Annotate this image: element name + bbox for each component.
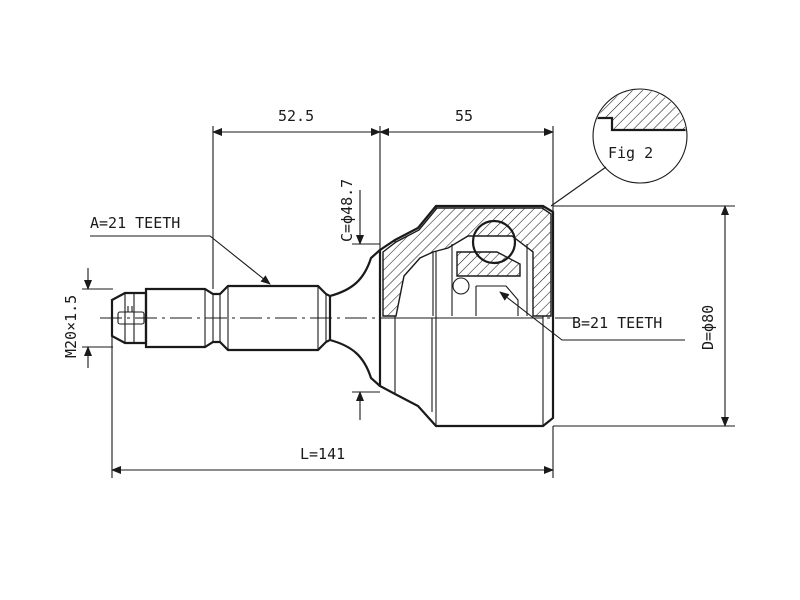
fig2-detail-bubble: Fig 2 — [550, 88, 688, 207]
dim-label-thread: M20×1.5 — [62, 295, 80, 358]
dim-label-total: L=141 — [300, 445, 345, 463]
joint-neck — [329, 249, 381, 387]
extension-lines — [82, 126, 735, 478]
ball-bearing — [471, 219, 517, 265]
callout-teeth-b: B=21 TEETH — [572, 314, 662, 332]
dim-label-d: D=ϕ80 — [699, 305, 717, 350]
callout-teeth-a: A=21 TEETH — [90, 214, 180, 232]
outer-bell-housing — [378, 204, 555, 428]
dim-label-52-5: 52.5 — [278, 107, 314, 125]
leader-teeth-b — [499, 291, 685, 341]
dim-label-55: 55 — [455, 107, 473, 125]
fig2-label: Fig 2 — [608, 144, 653, 162]
leader-teeth-a — [90, 235, 271, 285]
dim-label-c: C=ϕ48.7 — [338, 179, 356, 242]
section-view — [382, 207, 552, 317]
